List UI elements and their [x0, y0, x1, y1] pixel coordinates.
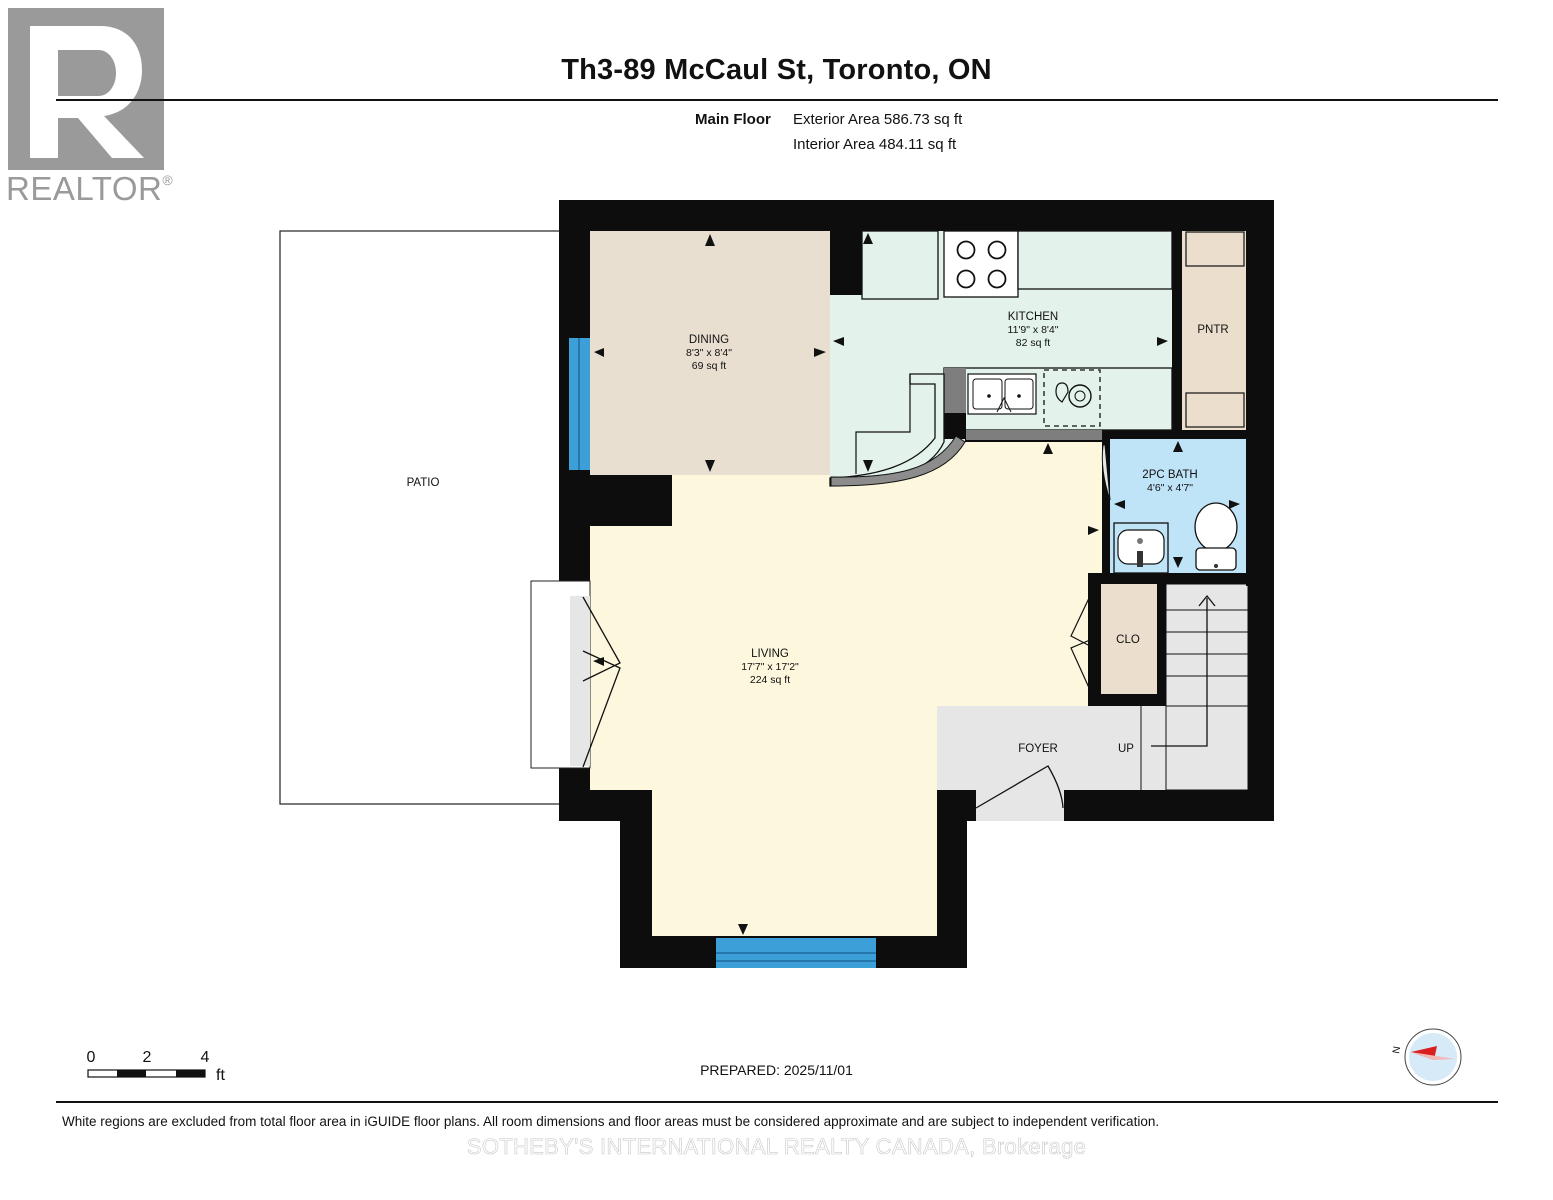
compass-icon	[1404, 1028, 1462, 1086]
front-door-opening	[976, 790, 1064, 821]
dining-dims: 8'3" x 8'4"	[686, 347, 732, 359]
scale-tick-4: 4	[201, 1049, 210, 1066]
closet-label: CLO	[1116, 634, 1140, 646]
footer-rule	[56, 1101, 1498, 1103]
kitchen-area: 82 sq ft	[1016, 337, 1051, 349]
living-label: LIVING	[751, 648, 789, 660]
bath-wall-top	[1102, 430, 1246, 439]
foyer-label: FOYER	[1018, 743, 1058, 755]
pantry-shelf-bottom	[1185, 392, 1245, 428]
patio-label: PATIO	[407, 477, 440, 489]
toilet-bowl	[1194, 502, 1238, 552]
counter-top-right	[1017, 230, 1173, 290]
living-room	[590, 442, 1102, 936]
closet-wall-left	[1088, 573, 1100, 706]
dining-area: 69 sq ft	[692, 360, 727, 372]
realtor-r-icon	[8, 8, 164, 170]
pantry-divider	[1172, 231, 1182, 439]
closet-wall	[1088, 573, 1166, 584]
toilet-tank	[1195, 547, 1237, 571]
brokerage-watermark: SOTHEBY'S INTERNATIONAL REALTY CANADA, B…	[466, 1134, 1087, 1160]
closet-door-swing	[1070, 595, 1091, 691]
floor-name: Main Floor	[695, 111, 771, 128]
bath-label: 2PC BATH	[1142, 469, 1197, 481]
disclaimer-text: White regions are excluded from total fl…	[62, 1114, 1160, 1129]
patio-area	[279, 230, 561, 805]
closet-wall-bottom	[1088, 694, 1166, 706]
dining-room	[590, 231, 830, 475]
kitchen-peninsula	[829, 373, 945, 487]
living-dims: 17'7" x 17'2"	[741, 661, 799, 673]
kitchen-dims: 11'9" x 8'4"	[1008, 324, 1059, 336]
compass-north-label: N	[1391, 1045, 1403, 1054]
page-title: Th3-89 McCaul St, Toronto, ON	[561, 54, 992, 86]
right-inner-wall	[1248, 573, 1274, 821]
scale-unit: ft	[216, 1067, 225, 1084]
bath-dims: 4'6" x 4'7"	[1147, 482, 1193, 494]
closet-room	[1101, 584, 1157, 694]
patio-door-swing	[582, 596, 621, 768]
stairs-up-label: UP	[1118, 743, 1134, 755]
dining-label: DINING	[689, 334, 729, 346]
bath-wall-left	[1102, 430, 1110, 575]
pantry-shelf-top	[1185, 231, 1245, 267]
scale-tick-2: 2	[143, 1049, 152, 1066]
front-door-swing	[975, 765, 1064, 809]
stair-arrow	[1151, 594, 1216, 747]
exterior-area: Exterior Area 586.73 sq ft	[793, 111, 963, 128]
scale-tick-0: 0	[87, 1049, 96, 1066]
dimension-arrows	[593, 233, 1240, 935]
dishwasher	[1043, 369, 1101, 427]
counter-top-left	[861, 230, 939, 300]
stove	[943, 230, 1019, 298]
kitchen-label: KITCHEN	[1008, 311, 1058, 323]
stair-wall	[1157, 584, 1166, 706]
realtor-logo-text: REALTOR®	[6, 170, 174, 207]
scale-bar	[87, 1069, 206, 1078]
prepared-date: PREPARED: 2025/11/01	[700, 1062, 853, 1078]
bath-wall-right	[1246, 231, 1274, 586]
header-rule	[56, 99, 1498, 101]
bath-door-swing	[1101, 444, 1111, 501]
living-area: 224 sq ft	[750, 674, 790, 686]
pantry-label: PNTR	[1197, 324, 1228, 336]
kitchen-wall-block	[830, 231, 862, 295]
interior-area: Interior Area 484.11 sq ft	[793, 136, 957, 153]
dining-wall-block	[590, 475, 672, 526]
